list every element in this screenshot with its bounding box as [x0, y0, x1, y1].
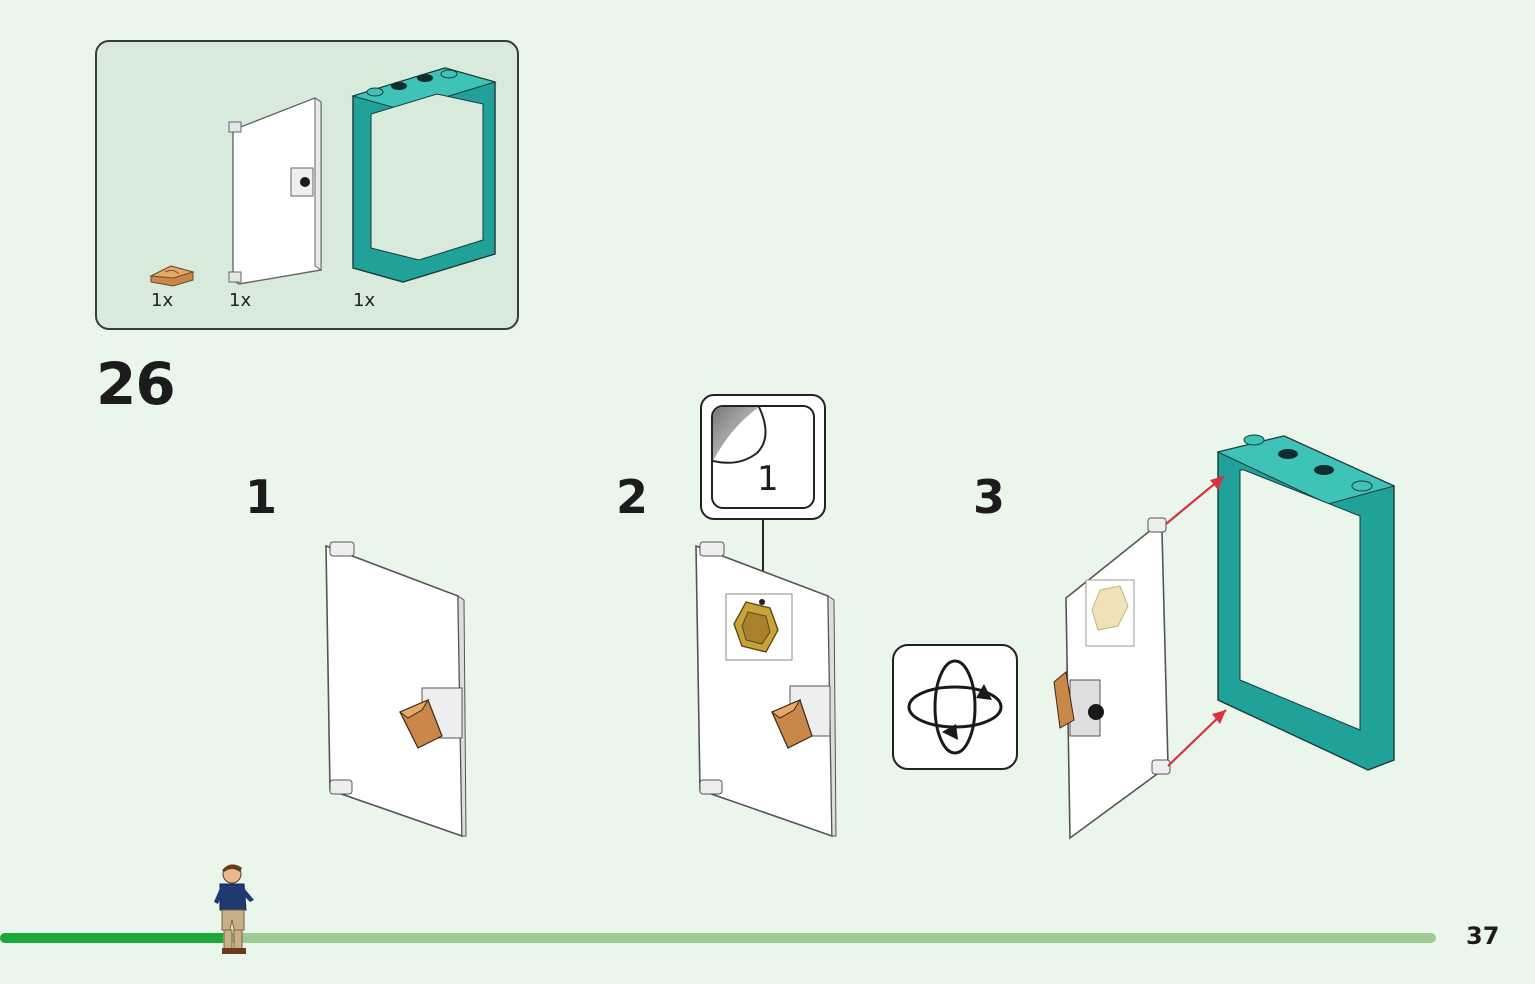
parts-list-box: 1x 1x 1x: [95, 40, 519, 330]
callout-leader-line: [762, 520, 764, 602]
progress-bar: [0, 933, 1436, 943]
sticker-callout-inner: 1: [711, 405, 815, 509]
sticker-peel-icon: [713, 407, 767, 464]
door-frame-icon: [351, 67, 497, 283]
substep-number-1: 1: [245, 470, 278, 524]
step-number: 26: [96, 350, 176, 418]
sticker-number: 1: [757, 459, 779, 499]
substep-number-2: 2: [616, 470, 649, 524]
door-into-frame-illustration: [1053, 434, 1396, 840]
sticker-callout: 1: [700, 394, 826, 520]
minifigure-icon: [214, 864, 254, 954]
parts-qty-tile: 1x: [151, 290, 174, 311]
substep-number-3: 3: [973, 470, 1006, 524]
door-with-sticker-illustration: [695, 541, 837, 838]
parts-qty-frame: 1x: [353, 290, 376, 311]
door-with-handle-illustration: [325, 541, 467, 838]
page-number: 37: [1466, 922, 1500, 950]
rotate-model-icon: [907, 659, 1003, 755]
parts-qty-door: 1x: [229, 290, 252, 311]
progress-bar-fill: [0, 933, 223, 943]
orange-tile-icon: [149, 265, 195, 287]
door-panel-icon: [228, 97, 322, 285]
rotate-model-box: [892, 644, 1018, 770]
